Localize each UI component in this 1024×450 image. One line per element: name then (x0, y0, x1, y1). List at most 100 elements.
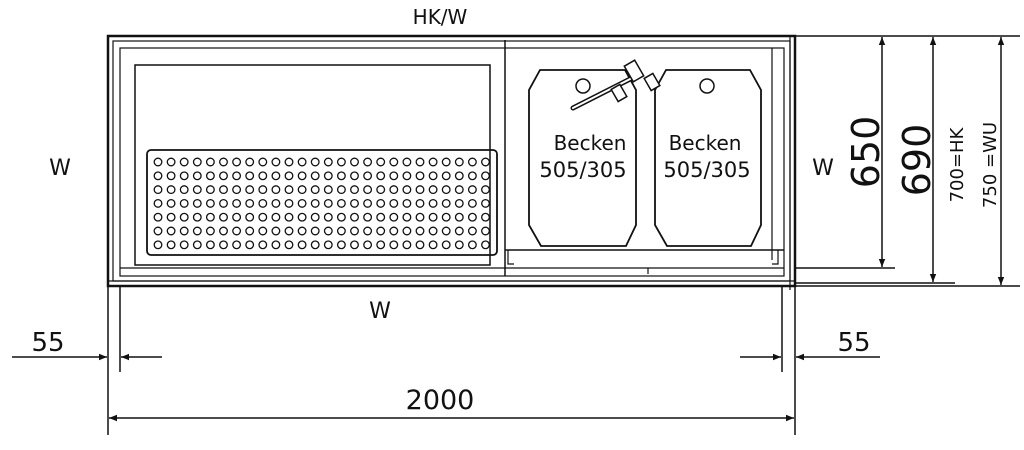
perforation-hole (376, 226, 386, 236)
sink-basin-left: Becken 505/305 (528, 69, 637, 247)
perforation-hole (219, 240, 228, 250)
perforation-hole (179, 212, 189, 222)
perforation-hole (205, 198, 215, 208)
perforation-hole (297, 198, 307, 208)
perforation-hole (415, 157, 425, 167)
dim-750-wu: 750 =WU (980, 122, 1001, 208)
perforation-hole (467, 226, 477, 236)
perforation-hole (284, 226, 294, 236)
perforation-hole (232, 212, 242, 222)
right-wall-label: W (812, 156, 834, 181)
perforation-hole (192, 212, 202, 222)
perforation-hole (402, 240, 412, 250)
perforation-hole (271, 198, 281, 208)
perforation-hole (350, 198, 359, 208)
perforation-hole (245, 185, 255, 195)
perforation-hole (323, 212, 333, 222)
dim-2000: 2000 (406, 385, 475, 416)
perforation-hole (323, 157, 333, 167)
perforation-hole (179, 171, 189, 181)
perforation-hole (415, 185, 425, 195)
perforation-hole (363, 185, 373, 195)
perforation-hole (166, 240, 176, 250)
perforation-hole (284, 198, 294, 208)
perforation-hole (323, 240, 333, 250)
bottom-wall-label: W (369, 299, 391, 324)
perforation-hole (192, 226, 202, 236)
perforation-hole (441, 212, 451, 222)
perforation-hole (363, 212, 373, 222)
perforation-hole (441, 198, 451, 208)
perforation-hole (297, 212, 307, 222)
perforation-hole (219, 185, 228, 195)
perforation-hole (389, 226, 399, 236)
perforation-hole (297, 240, 307, 250)
perforation-hole (219, 171, 228, 181)
perforation-hole (245, 226, 255, 236)
perforation-hole (258, 157, 268, 167)
perforation-hole (323, 226, 333, 236)
dim-55-right: 55 (837, 328, 870, 358)
perforation-hole (363, 240, 373, 250)
perforation-hole (153, 226, 163, 236)
perforation-hole (428, 171, 438, 181)
sink-name: Becken (554, 131, 627, 155)
perforation-hole (284, 240, 294, 250)
perforation-hole (219, 198, 228, 208)
perforation-hole (481, 198, 490, 208)
perforation-hole (467, 198, 477, 208)
perforation-hole (205, 240, 215, 250)
perforation-hole (415, 212, 425, 222)
perforation-hole (481, 171, 490, 181)
perforation-hole (363, 157, 373, 167)
perforation-hole (205, 226, 215, 236)
perforation-hole (245, 198, 255, 208)
perforation-hole (389, 185, 399, 195)
perforation-hole (179, 226, 189, 236)
perforation-hole (153, 171, 163, 181)
perforation-hole (376, 185, 386, 195)
vertical-dimensions: 650 690 700=HK 750 =WU (795, 35, 1020, 287)
perforation-hole (350, 157, 359, 167)
perforation-hole (166, 212, 176, 222)
perforation-hole (310, 212, 320, 222)
perforation-hole (376, 157, 386, 167)
perforation-hole (310, 198, 320, 208)
perforation-hole (153, 240, 163, 250)
sink-name: Becken (669, 131, 742, 155)
perforation-hole (153, 185, 163, 195)
perforation-hole (350, 171, 359, 181)
perforation-hole (336, 157, 346, 167)
perforation-hole (153, 212, 163, 222)
drain-icon (575, 78, 591, 94)
perforation-hole (402, 198, 412, 208)
perforation-hole (363, 226, 373, 236)
perforation-hole (310, 240, 320, 250)
perforation-hole (454, 226, 464, 236)
perforation-hole (245, 212, 255, 222)
perforation-hole (336, 226, 346, 236)
top-label: HK/W (413, 5, 468, 29)
perforation-hole (284, 171, 294, 181)
perforation-hole (297, 185, 307, 195)
perforation-hole (179, 198, 189, 208)
sink-basin-right: Becken 505/305 (654, 69, 762, 247)
perforation-hole (192, 185, 202, 195)
perforation-dots (153, 157, 490, 250)
perforation-hole (245, 240, 255, 250)
perforation-hole (336, 240, 346, 250)
perforation-hole (153, 198, 163, 208)
dim-700-hk: 700=HK (947, 126, 968, 202)
perforation-hole (271, 185, 281, 195)
perforation-hole (166, 226, 176, 236)
perforation-hole (284, 212, 294, 222)
perforation-hole (192, 171, 202, 181)
perforation-hole (232, 185, 242, 195)
perforation-hole (454, 212, 464, 222)
perforation-hole (258, 240, 268, 250)
perforation-hole (376, 198, 386, 208)
perforation-hole (232, 171, 242, 181)
perforation-hole (428, 212, 438, 222)
perforation-hole (205, 185, 215, 195)
